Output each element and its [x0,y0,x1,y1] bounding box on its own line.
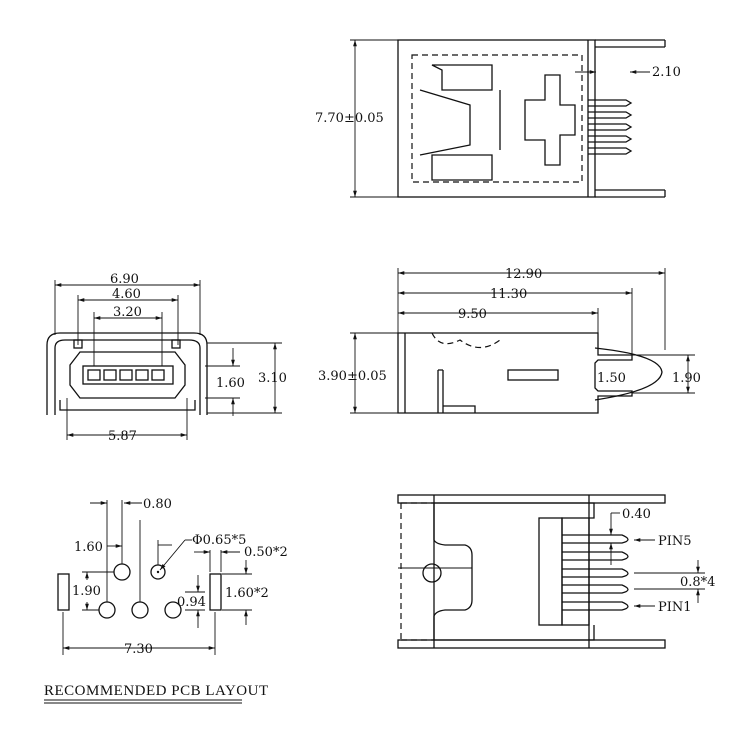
dim-0-50: 0.50*2 [244,545,288,560]
dim-3-90: 3.90±0.05 [318,369,387,384]
dim-5-87: 5.87 [108,429,137,444]
dim-3-20: 3.20 [113,305,142,320]
dim-0-40: 0.40 [622,507,651,522]
dim-2-10: 2.10 [652,65,681,80]
hole [113,563,131,581]
dim-7-30: 7.30 [124,642,153,657]
dim-6-90: 6.90 [110,272,139,287]
dim-1-60x2: 1.60*2 [225,586,269,601]
dim-1-90: 1.90 [672,371,701,386]
hole-spec: Φ0.65*5 [192,533,246,548]
dim-pitch: 0.8*4 [680,575,715,590]
dim-1-60: 1.60 [74,540,103,555]
dim-11-30: 11.30 [490,287,527,302]
dim-0-94: 0.94 [177,595,206,610]
dim-3-10: 3.10 [258,371,287,386]
dim-1-90: 1.90 [72,584,101,599]
pad [209,573,222,611]
pins [562,534,629,611]
dim-4-60: 4.60 [112,287,141,302]
pcb-layout-title: RECOMMENDED PCB LAYOUT [44,683,269,699]
side-view: 12.90 11.30 9.50 3.90±0.05 1.50 1.90 [318,267,701,414]
dim-1-60: 1.60 [216,376,245,391]
front-view: 6.90 4.60 3.20 1.60 3.10 5.87 [46,272,287,444]
pin5-label: PIN5 [658,534,692,549]
hole [131,601,149,619]
pcb-layout: 0.80 1.60 Φ0.65*5 0.50*2 1.90 0.94 1.60*… [44,497,288,704]
dim-12-90: 12.90 [505,267,542,282]
dim-0-80: 0.80 [143,497,172,512]
hole [98,601,116,619]
top-view: 7.70±0.05 2.10 [315,39,681,198]
hole [164,601,182,619]
bottom-view: 0.40 PIN5 0.8*4 PIN1 [397,494,715,649]
dim-9-50: 9.50 [458,307,487,322]
contacts [87,369,165,381]
pin1-label: PIN1 [658,600,692,615]
pins [588,99,633,155]
dim-7-70: 7.70±0.05 [315,111,384,126]
dim-1-50: 1.50 [597,371,626,386]
pad [57,573,70,611]
